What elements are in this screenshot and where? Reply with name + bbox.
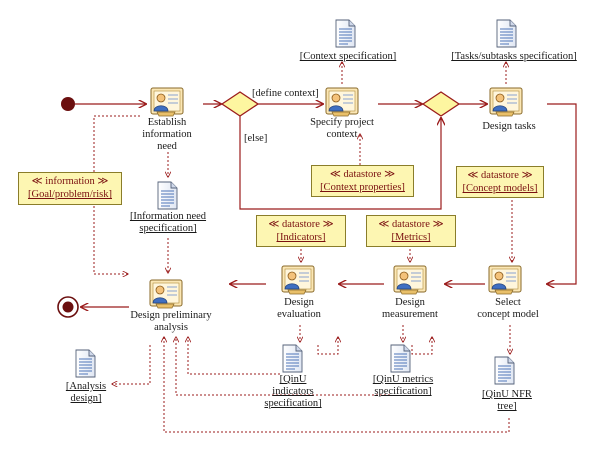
datastore-concept-models: ≪ datastore ≫ [Concept models] (456, 166, 544, 198)
activity-icon-select (488, 265, 522, 295)
activity-design-tasks: Design tasks (482, 121, 536, 132)
guard-else: [else] (244, 133, 268, 144)
activity-icon-measurement (393, 265, 427, 295)
decision-node-merge (421, 91, 461, 117)
document-icon-context-spec (335, 19, 356, 48)
information-goal-problem-risk: ≪ information ≫ [Goal/problem/risk] (18, 172, 122, 205)
datastore-context-properties: ≪ datastore ≫ [Context properties] (311, 165, 414, 197)
guard-define-context: [define context] (252, 88, 319, 99)
document-tasks-spec: [Tasks/subtasks specification] (451, 51, 577, 62)
activity-icon-specify (325, 87, 359, 117)
datastore-metrics: ≪ datastore ≫ [Metrics] (366, 215, 456, 247)
activity-icon-establish (150, 87, 184, 117)
final-node (57, 296, 79, 318)
document-icon-qinu-indicators (282, 344, 303, 373)
document-icon-info-need (157, 181, 178, 210)
control-flows (75, 104, 577, 307)
initial-node (61, 97, 75, 111)
activity-icon-preliminary (149, 279, 183, 309)
document-icon-analysis (75, 349, 96, 378)
document-icon-qinu-nfr (494, 356, 515, 385)
activity-icon-design-tasks (489, 87, 523, 117)
datastore-indicators: ≪ datastore ≫ [Indicators] (256, 215, 346, 247)
activity-icon-evaluation (281, 265, 315, 295)
document-icon-qinu-metrics (390, 344, 411, 373)
document-icon-tasks-spec (496, 19, 517, 48)
document-context-spec: [Context specification] (299, 51, 397, 62)
